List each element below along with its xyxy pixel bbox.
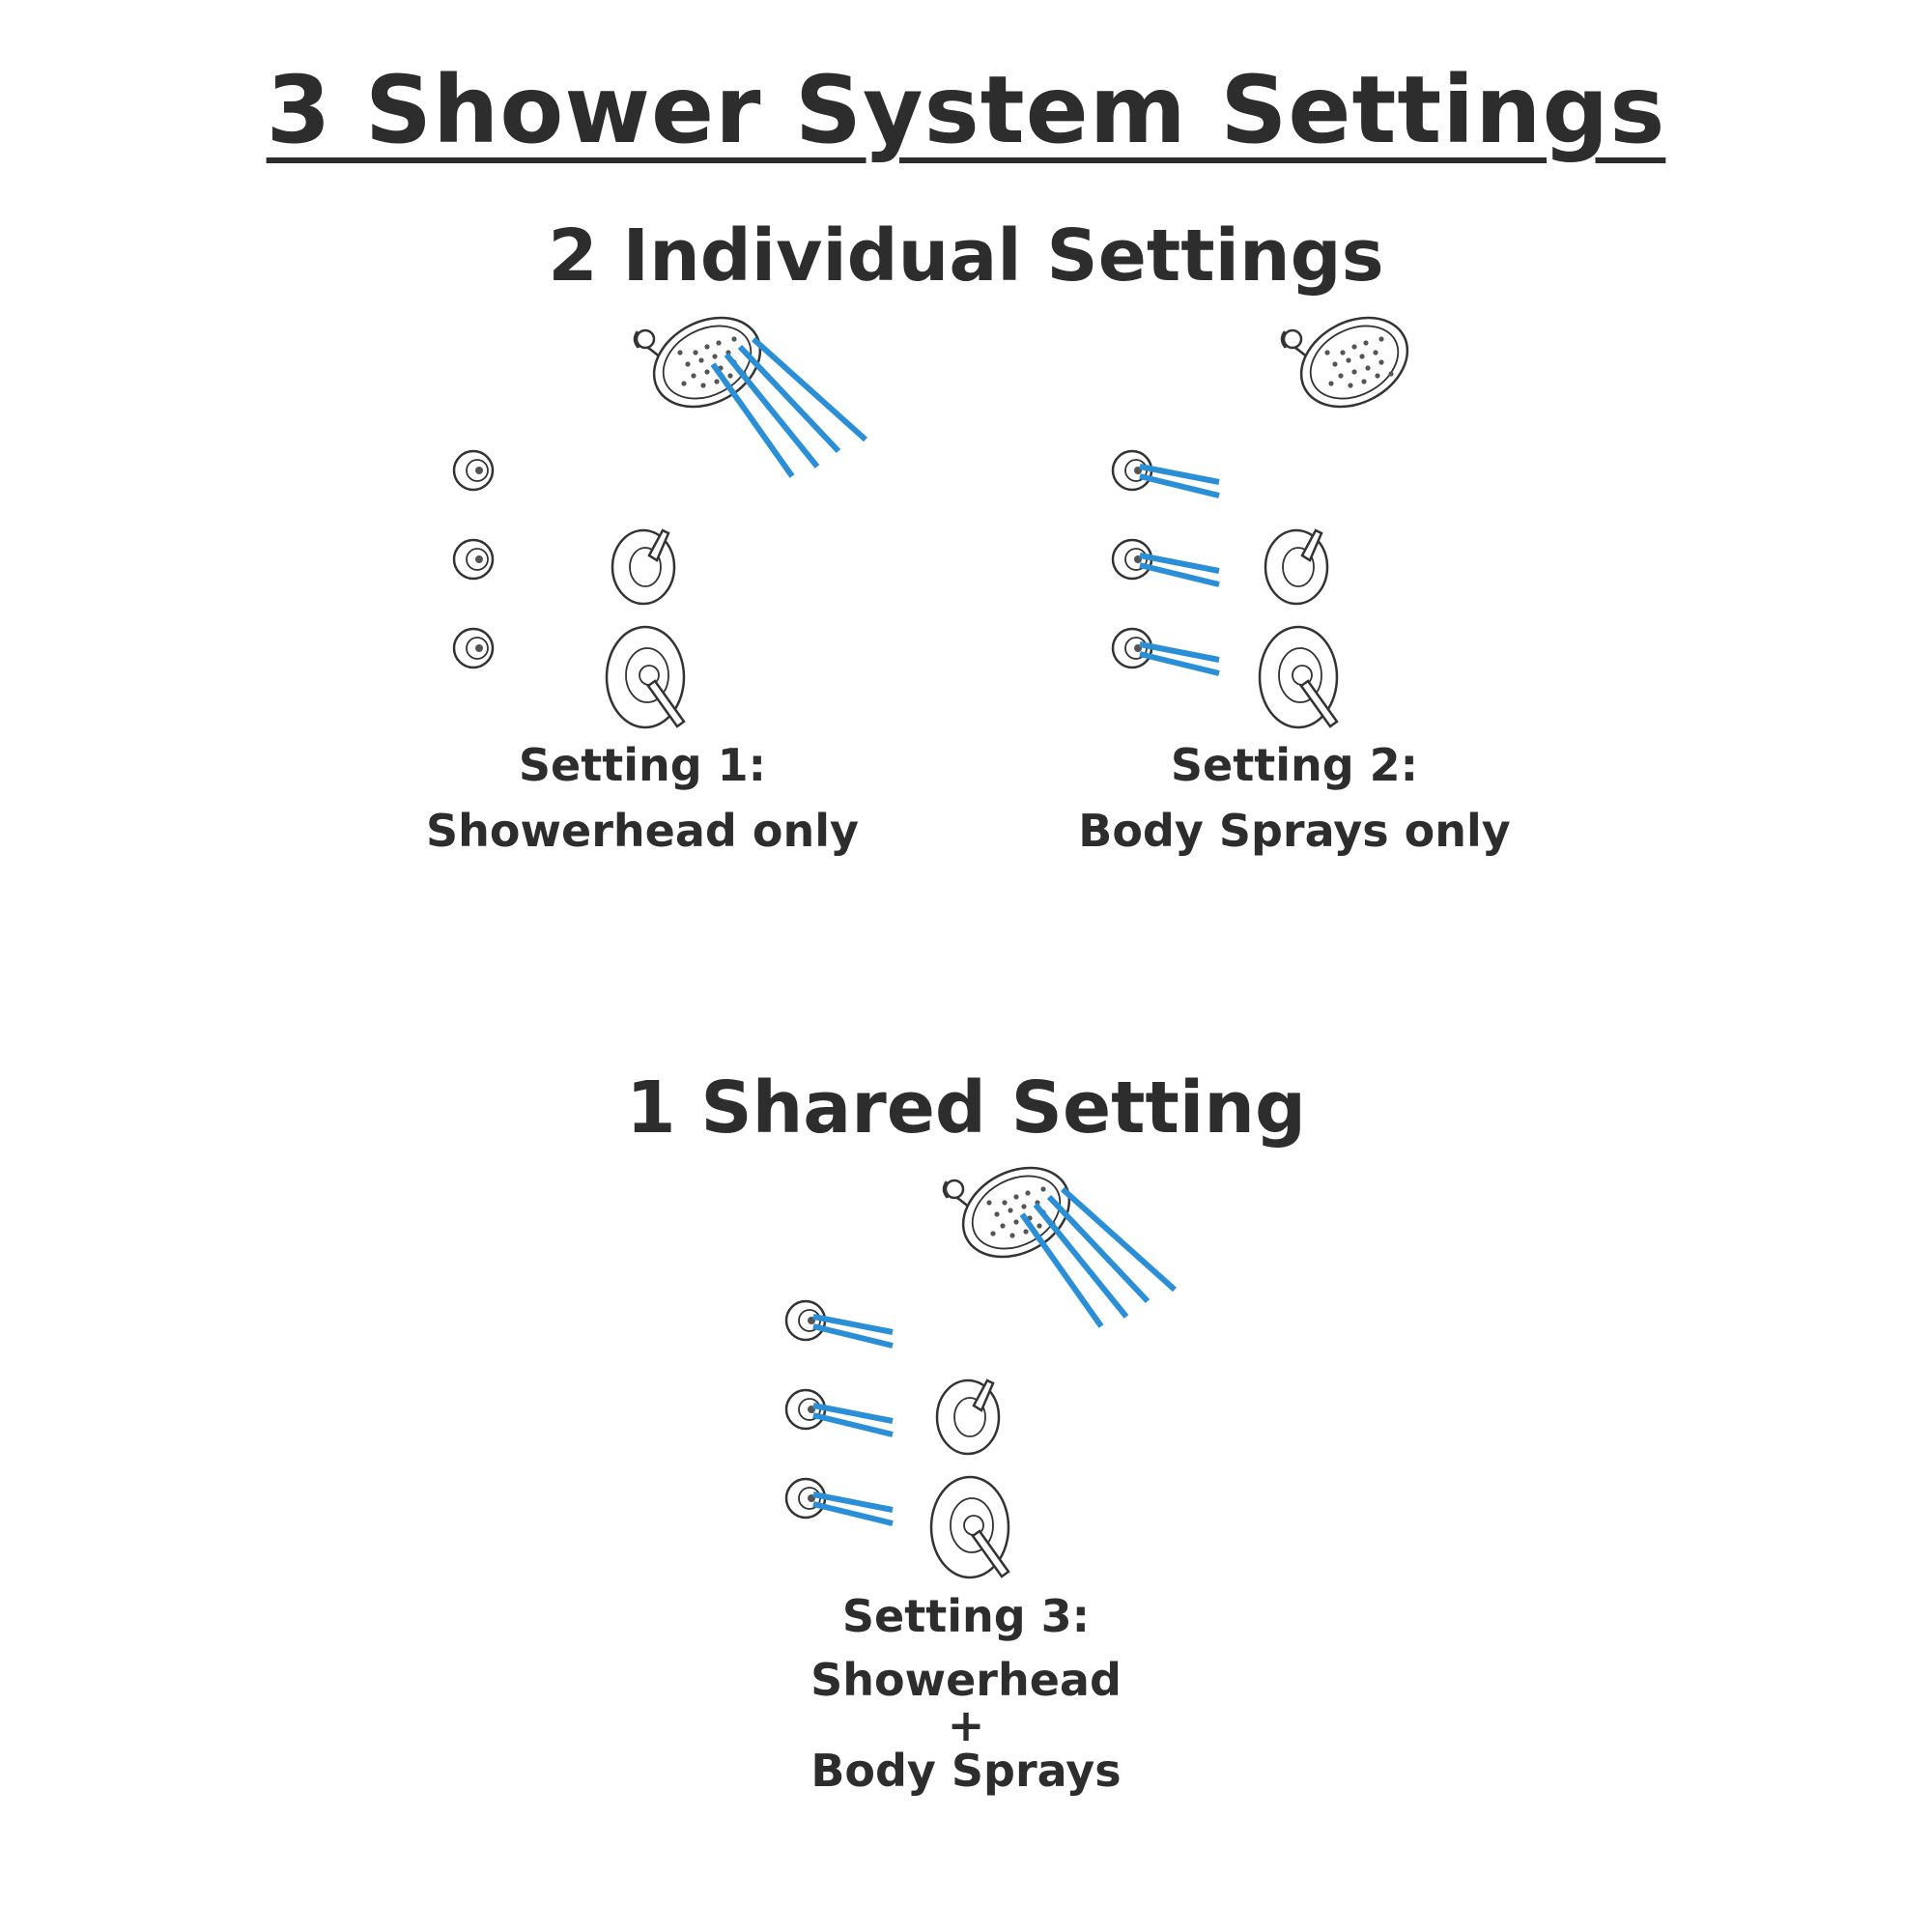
setting-1-description: Showerhead only bbox=[426, 805, 859, 857]
showerhead-spray bbox=[710, 336, 868, 478]
setting-2-description: Body Sprays only bbox=[1078, 805, 1511, 857]
mixing-valve-icon bbox=[929, 1475, 1010, 1579]
setting-2-diagram bbox=[1111, 316, 1409, 729]
setting-3-label: Setting 3: bbox=[841, 1590, 1091, 1642]
body-spray-icon bbox=[784, 1299, 894, 1349]
body-spray-icon bbox=[1111, 538, 1220, 587]
group-heading-shared: 1 Shared Setting bbox=[626, 1066, 1306, 1150]
mixing-valve-icon bbox=[605, 625, 686, 729]
setting-2-label: Setting 2: bbox=[1170, 739, 1419, 791]
body-spray-jet bbox=[812, 1492, 894, 1526]
setting-2-caption: Setting 2: Body Sprays only bbox=[1058, 732, 1531, 864]
plus-sign: + bbox=[947, 1699, 985, 1751]
body-spray-icon bbox=[784, 1388, 894, 1437]
showerhead-icon bbox=[942, 1166, 1178, 1328]
setting-1-label: Setting 1: bbox=[518, 739, 767, 791]
body-spray-icon bbox=[1111, 449, 1220, 498]
body-spray-jet bbox=[1139, 553, 1220, 587]
body-spray-icon bbox=[784, 1477, 894, 1526]
diverter-valve-icon bbox=[935, 1378, 1001, 1456]
setting-3-caption: Setting 3: Showerhead + Body Sprays bbox=[724, 1584, 1208, 1803]
setting-3-description-line1: Showerhead bbox=[810, 1654, 1122, 1706]
body-spray-icon bbox=[452, 627, 495, 669]
setting-1-diagram bbox=[452, 316, 868, 729]
setting-1-caption: Setting 1: Showerhead only bbox=[406, 732, 879, 864]
body-spray-icon bbox=[1111, 627, 1220, 676]
mixing-valve-icon bbox=[1258, 625, 1339, 729]
showerhead-spray bbox=[1019, 1186, 1178, 1328]
diverter-valve-icon bbox=[611, 528, 676, 606]
setting-3-diagram bbox=[784, 1166, 1178, 1579]
showerhead-icon bbox=[633, 316, 868, 478]
diverter-valve-icon bbox=[1264, 528, 1329, 606]
body-spray-icon bbox=[452, 449, 495, 492]
setting-3-description-line2: Body Sprays bbox=[810, 1745, 1122, 1797]
body-spray-jet bbox=[812, 1314, 894, 1349]
body-spray-jet bbox=[1139, 464, 1220, 498]
page-title: 3 Shower System Settings bbox=[266, 56, 1666, 164]
body-spray-jet bbox=[1139, 641, 1220, 676]
showerhead-icon bbox=[1280, 316, 1409, 409]
group-heading-individual: 2 Individual Settings bbox=[548, 214, 1384, 298]
body-spray-jet bbox=[812, 1403, 894, 1437]
body-spray-icon bbox=[452, 538, 495, 581]
